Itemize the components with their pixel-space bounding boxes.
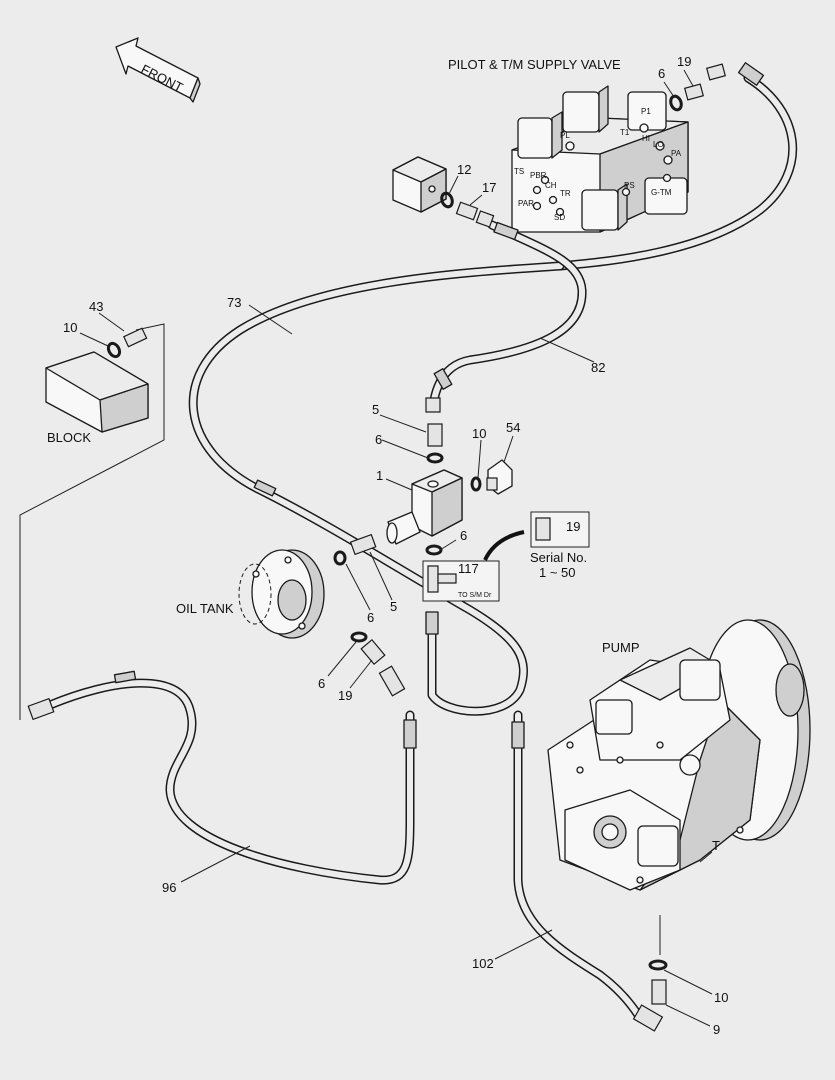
oil-tank-label: OIL TANK (176, 601, 234, 616)
port-label: P1 (641, 107, 651, 116)
port-block-small (392, 156, 447, 213)
port-label: PL (560, 131, 570, 140)
port-label: G-TM (651, 188, 672, 197)
callout-54: 54 (506, 420, 520, 435)
to-sm-dr-label: TO S/M Dr (458, 592, 492, 599)
port-label: PA (671, 149, 682, 158)
callout-73: 73 (227, 295, 241, 310)
callout-5-upper: 5 (372, 402, 379, 417)
callout-19-left: 19 (338, 688, 352, 703)
callout-102: 102 (472, 956, 494, 971)
pilot-supply-valve: P1 T1 HI LO PA PL TS PBR CH TR PAR SD PS… (511, 85, 689, 233)
callout-82: 82 (591, 360, 605, 375)
callout-10-mid: 10 (472, 426, 486, 441)
port-label: PBR (530, 171, 547, 180)
callout-6-upper: 6 (375, 432, 382, 447)
callout-10-bottom: 10 (714, 990, 728, 1005)
port-label: PS (624, 181, 635, 190)
leader-lines (79, 69, 713, 1027)
port-label: SD (554, 213, 565, 222)
callout-10-block: 10 (63, 320, 77, 335)
callout-43: 43 (89, 299, 103, 314)
pump-port-t-label: T (712, 838, 720, 853)
callout-6-tank: 6 (367, 610, 374, 625)
port-label: HI (642, 134, 650, 143)
oil-tank-flange (238, 549, 325, 639)
callout-17: 17 (482, 180, 496, 195)
serial-detail: TO S/M Dr (422, 511, 590, 602)
port-label: T1 (620, 128, 630, 137)
callout-19-serial: 19 (566, 519, 580, 534)
block-component (19, 323, 165, 720)
port-label: TS (514, 167, 524, 176)
block-label: BLOCK (47, 430, 91, 445)
serial-no-label: Serial No. (530, 550, 587, 565)
front-arrow: FRONT (115, 37, 201, 103)
serial-range-label: 1 ~ 50 (539, 565, 576, 580)
callout-117: 117 (458, 561, 479, 576)
callout-9: 9 (713, 1022, 720, 1037)
callout-6-top: 6 (658, 66, 665, 81)
hose-sleeves (113, 62, 765, 749)
callout-6-left: 6 (318, 676, 325, 691)
port-label: TR (560, 189, 571, 198)
hoses (45, 73, 798, 1023)
callout-12: 12 (457, 162, 471, 177)
pilot-valve-title: PILOT & T/M SUPPLY VALVE (448, 57, 621, 72)
port-label: CH (545, 181, 557, 190)
callout-6-lower: 6 (460, 528, 467, 543)
fittings (27, 63, 727, 1032)
pump-assembly (547, 619, 811, 955)
port-label: LO (653, 140, 664, 149)
callout-labels: 19 6 12 17 43 10 73 82 5 6 10 54 1 6 19 … (47, 54, 728, 1037)
callout-5-lower: 5 (390, 599, 397, 614)
callout-1: 1 (376, 468, 383, 483)
port-label: PAR (518, 199, 534, 208)
valve-block-part1 (386, 469, 463, 545)
pump-label: PUMP (602, 640, 640, 655)
callout-96: 96 (162, 880, 176, 895)
callout-19-top: 19 (677, 54, 691, 69)
